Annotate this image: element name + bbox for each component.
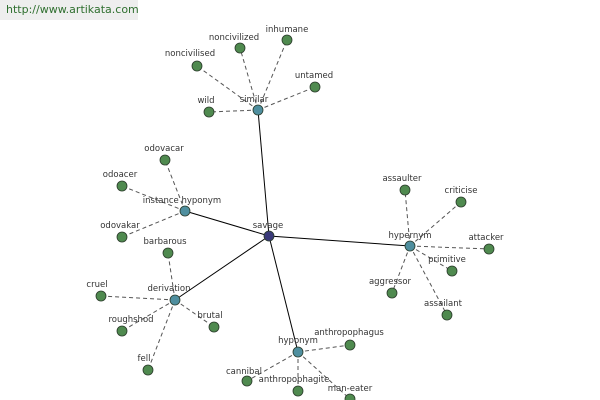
leaf-label-noncivilised[interactable]: noncivilised [165,49,215,59]
leaf-node-primitive[interactable] [446,265,458,277]
leaf-label-cruel[interactable]: cruel [86,280,107,290]
center-node-savage[interactable] [263,230,275,242]
hub-label-instance-hyponym[interactable]: instance hyponym [143,196,221,206]
leaf-node-fell[interactable] [142,364,154,376]
leaf-node-inhumane[interactable] [281,34,293,46]
edge-hypernym-assaulter [404,189,411,247]
leaf-node-untamed[interactable] [309,81,321,93]
leaf-label-assaulter[interactable]: assaulter [382,174,422,184]
edge-instance-hyponym-odovakar [121,210,186,238]
leaf-node-aggressor[interactable] [386,287,398,299]
leaf-label-brutal[interactable]: brutal [197,311,222,321]
leaf-node-barbarous[interactable] [162,247,174,259]
leaf-label-untamed[interactable]: untamed [295,71,333,81]
leaf-label-aggressor[interactable]: aggressor [369,277,412,287]
leaf-node-attacker[interactable] [483,243,495,255]
leaf-node-roughshod[interactable] [116,325,128,337]
leaf-node-odovacar[interactable] [159,154,171,166]
labels: savage similar noncivilised noncivilized inh… [86,25,504,394]
leaf-node-noncivilized[interactable] [234,42,246,54]
edge-derivation-cruel [100,295,176,301]
nodes [95,34,495,400]
leaf-label-anthropophagus[interactable]: anthropophagus [314,328,384,338]
center-label[interactable]: savage [253,221,284,231]
edge-center-instance-hyponym [184,210,270,237]
edge-hyponym-man-eater [297,351,351,400]
hub-node-instance-hyponym[interactable] [179,205,191,217]
edge-hypernym-attacker [409,245,490,250]
hub-node-hyponym[interactable] [292,346,304,358]
edge-hypernym-aggressor [391,245,411,294]
edge-hypernym-criticise [409,201,462,247]
leaf-node-assaulter[interactable] [399,184,411,196]
leaf-label-assailant[interactable]: assailant [424,299,463,309]
edge-hyponym-anthropophagus [297,344,351,353]
leaf-label-noncivilized[interactable]: noncivilized [209,33,259,43]
leaf-node-man-eater[interactable] [344,393,356,400]
hub-label-hyponym[interactable]: hyponym [278,336,318,346]
leaf-label-roughshod[interactable]: roughshod [108,315,153,325]
edge-center-hyponym [268,235,299,353]
edge-similar-noncivilized [239,47,259,111]
edge-center-hypernym [268,235,411,247]
leaf-node-odoacer[interactable] [116,180,128,192]
leaf-node-noncivilised[interactable] [191,60,203,72]
edge-derivation-brutal [174,299,215,328]
edge-similar-wild [208,109,259,113]
leaf-label-odoacer[interactable]: odoacer [103,170,138,180]
edge-hypernym-assailant [409,245,448,316]
edge-center-similar [257,109,270,237]
leaf-node-assailant[interactable] [441,309,453,321]
edge-hypernym-primitive [409,245,453,272]
leaf-node-cannibal[interactable] [241,375,253,387]
edge-instance-hyponym-odoacer [121,185,186,212]
leaf-label-wild[interactable]: wild [197,96,214,106]
leaf-label-fell[interactable]: fell [138,354,151,364]
hub-node-hypernym[interactable] [404,240,416,252]
leaf-label-man-eater[interactable]: man-eater [328,384,373,394]
source-url[interactable]: http://www.artikata.com [0,0,139,20]
leaf-node-criticise[interactable] [455,196,467,208]
edge-similar-untamed [257,86,316,111]
edge-derivation-fell [147,299,176,371]
edge-derivation-roughshod [121,299,176,332]
leaf-node-brutal[interactable] [208,321,220,333]
edges [100,39,490,400]
edge-similar-noncivilised [196,65,259,111]
hub-node-derivation[interactable] [169,294,181,306]
leaf-node-wild[interactable] [203,106,215,118]
leaf-node-cruel[interactable] [95,290,107,302]
hub-label-similar[interactable]: similar [240,95,269,105]
edge-center-derivation [174,235,270,301]
edge-hyponym-cannibal [246,351,299,382]
leaf-node-odovakar[interactable] [116,231,128,243]
leaf-label-inhumane[interactable]: inhumane [266,25,309,35]
leaf-label-odovakar[interactable]: odovakar [100,221,140,231]
hub-node-similar[interactable] [252,104,264,116]
leaf-label-criticise[interactable]: criticise [445,186,478,196]
leaf-node-anthropophagite[interactable] [292,385,304,397]
edge-instance-hyponym-odovacar [164,159,186,212]
hub-label-hypernym[interactable]: hypernym [388,231,431,241]
hub-label-derivation[interactable]: derivation [147,284,190,294]
leaf-label-barbarous[interactable]: barbarous [143,237,187,247]
edge-similar-inhumane [257,39,288,111]
leaf-node-anthropophagus[interactable] [344,339,356,351]
leaf-label-cannibal[interactable]: cannibal [226,367,262,377]
leaf-label-anthropophagite[interactable]: anthropophagite [259,375,330,385]
edge-derivation-barbarous [167,252,176,301]
leaf-label-attacker[interactable]: attacker [468,233,504,243]
leaf-label-primitive[interactable]: primitive [428,255,466,265]
leaf-label-odovacar[interactable]: odovacar [144,144,184,154]
